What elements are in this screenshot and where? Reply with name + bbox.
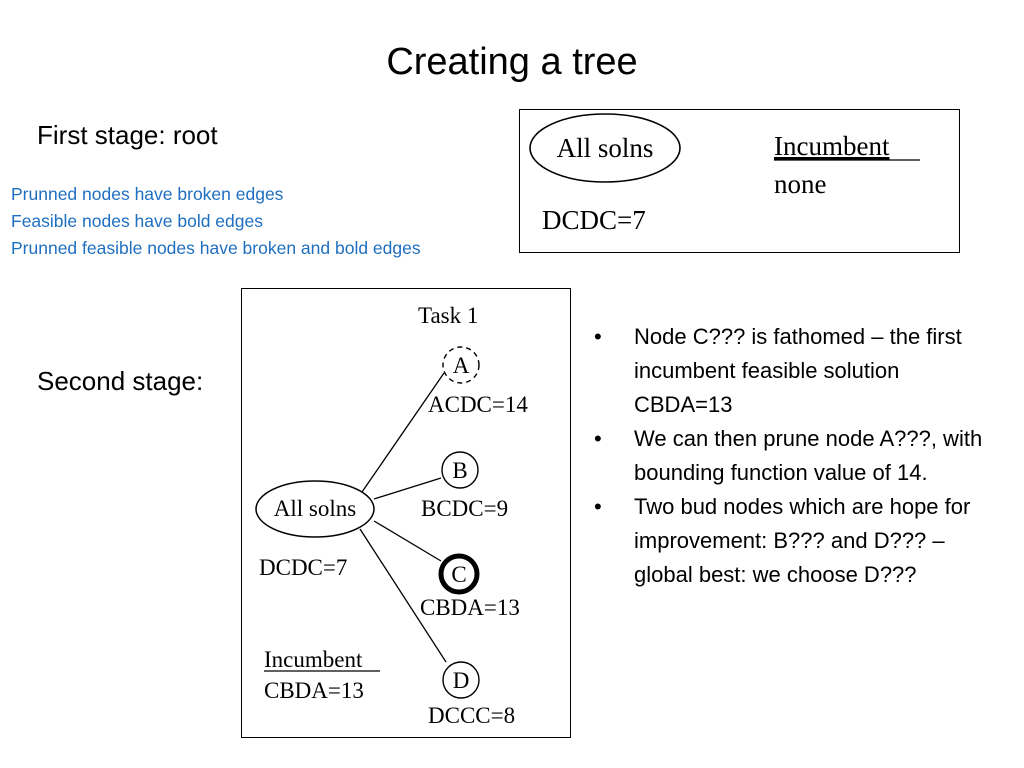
- stage2-root-bound: DCDC=7: [259, 555, 347, 580]
- stage2-svg: Task 1 All solns DCDC=7 A ACDC=14 B BCDC…: [255, 303, 528, 728]
- bullet-item: Two bud nodes which are hope for improve…: [594, 490, 984, 592]
- stage2-root-label: All solns: [274, 496, 356, 521]
- bullet-item: We can then prune node A???, with boundi…: [594, 422, 984, 490]
- node-d-label: D: [453, 668, 470, 693]
- node-a-label: A: [453, 353, 470, 378]
- node-d: [442, 661, 480, 699]
- stage1-root-node: [529, 113, 681, 183]
- stage1-root-bound: DCDC=7: [542, 205, 646, 235]
- bullet-list: Node C??? is fathomed – the first incumb…: [594, 320, 984, 592]
- node-a-bound: ACDC=14: [428, 392, 528, 417]
- node-c-label: C: [451, 562, 466, 587]
- node-b-bound: BCDC=9: [421, 496, 508, 521]
- node-c: [438, 553, 480, 595]
- node-a: [442, 346, 480, 384]
- edge-root-a: [361, 372, 445, 493]
- node-b-label: B: [452, 458, 467, 483]
- edge-root-c: [373, 520, 442, 562]
- node-c-bound: CBDA=13: [420, 595, 520, 620]
- node-d-bound: DCCC=8: [428, 703, 515, 728]
- bullet-item: Node C??? is fathomed – the first incumb…: [594, 320, 984, 422]
- legend-item-pruned: Prunned nodes have broken edges: [11, 184, 284, 204]
- stage2-incumbent-heading: Incumbent: [264, 647, 363, 672]
- stage1-incumbent-heading: Incumbent: [774, 131, 890, 161]
- slide-title: Creating a tree: [386, 41, 638, 83]
- stage2-task-label: Task 1: [418, 303, 478, 328]
- edge-root-d: [359, 528, 447, 663]
- second-stage-label: Second stage:: [37, 366, 204, 396]
- legend-item-pruned-feasible: Prunned feasible nodes have broken and b…: [11, 238, 421, 258]
- stage1-svg: All solns DCDC=7 Incumbent none: [529, 113, 920, 235]
- stage2-incumbent-value: CBDA=13: [264, 678, 364, 703]
- edge-root-b: [373, 477, 442, 500]
- stage1-root-label: All solns: [557, 133, 654, 163]
- legend: Prunned nodes have broken edges Feasible…: [11, 181, 421, 262]
- first-stage-label: First stage: root: [37, 120, 218, 150]
- node-b: [441, 451, 479, 489]
- stage1-diagram: All solns DCDC=7 Incumbent none: [519, 109, 960, 253]
- stage2-root-node: [255, 480, 375, 538]
- legend-item-feasible: Feasible nodes have bold edges: [11, 211, 263, 231]
- stage2-diagram: Task 1 All solns DCDC=7 A ACDC=14 B BCDC…: [241, 288, 571, 738]
- stage1-incumbent-value: none: [774, 169, 827, 199]
